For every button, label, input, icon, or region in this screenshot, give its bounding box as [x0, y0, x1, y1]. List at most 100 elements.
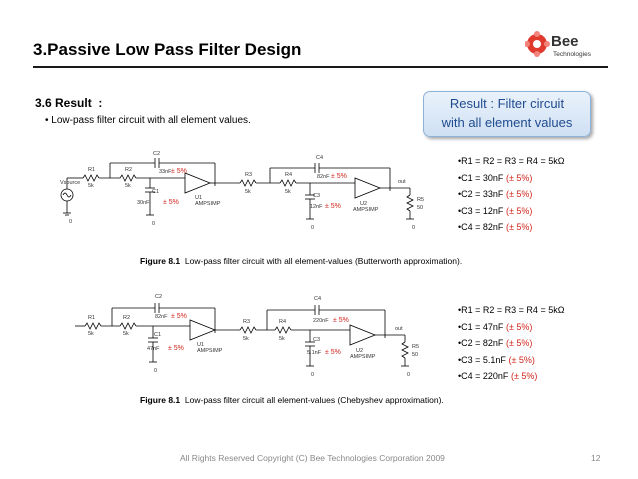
value-line: •C4 = 220nF (± 5%) [458, 371, 538, 381]
svg-text:C1: C1 [152, 189, 159, 195]
svg-text:U2: U2 [360, 201, 367, 207]
value-line: •R1 = R2 = R3 = R4 = 5kΩ [458, 305, 565, 315]
value-line: •C3 = 12nF (± 5%) [458, 205, 533, 216]
svg-text:Vsource: Vsource [60, 180, 80, 186]
logo-text-sub: Technologies [553, 51, 592, 58]
resistor-r2-icon [119, 174, 137, 182]
page-title: 3.Passive Low Pass Filter Design [33, 40, 302, 59]
svg-text:5k: 5k [243, 336, 249, 342]
resistor-r4-icon [274, 326, 292, 334]
svg-text:C1: C1 [154, 332, 161, 338]
svg-text:C2: C2 [153, 151, 160, 157]
svg-text:50: 50 [412, 352, 418, 358]
value-line: •C2 = 82nF (± 5%) [458, 338, 533, 348]
footer-copyright: All Rights Reserved Copyright (C) Bee Te… [180, 453, 445, 463]
callout-line-1: Result : Filter circuit [449, 96, 565, 111]
resistor-r3-icon [239, 179, 257, 187]
svg-text:R5: R5 [412, 344, 419, 350]
resistor-r2-icon [119, 322, 137, 330]
svg-text:5k: 5k [245, 189, 251, 195]
svg-text:R3: R3 [245, 172, 252, 178]
svg-text:R1: R1 [88, 167, 95, 173]
svg-text:50: 50 [417, 205, 423, 211]
bee-technologies-logo: Bee Technologies [525, 31, 592, 58]
value-line: •C2 = 33nF (± 5%) [458, 189, 533, 199]
c4-tolerance: ± 5% [331, 173, 347, 180]
svg-text:U1: U1 [195, 195, 202, 201]
svg-text:82nF: 82nF [155, 314, 168, 320]
svg-text:5k: 5k [285, 189, 291, 195]
value-line: •C1 = 30nF (± 5%) [458, 172, 533, 183]
figure2-caption: Figure 8.1 Low-pass filter circuit all e… [140, 395, 444, 405]
svg-text:47nF: 47nF [147, 346, 160, 352]
svg-text:C3: C3 [313, 337, 320, 343]
svg-text:0: 0 [152, 221, 155, 227]
svg-text:5k: 5k [125, 183, 131, 189]
svg-text:R5: R5 [417, 197, 424, 203]
svg-text:R2: R2 [123, 315, 130, 321]
svg-text:R1: R1 [88, 315, 95, 321]
value-line: •C1 = 47nF (± 5%) [458, 321, 533, 332]
bullet-item: • Low-pass filter circuit with all eleme… [45, 115, 251, 126]
svg-text:out: out [398, 179, 406, 185]
svg-text:30nF: 30nF [137, 200, 150, 206]
c2-tolerance: ± 5% [171, 168, 187, 175]
svg-text:R2: R2 [125, 167, 132, 173]
resistor-r3-icon [239, 326, 257, 334]
svg-text:82nF: 82nF [317, 174, 330, 180]
svg-text:0: 0 [311, 225, 314, 231]
svg-text:220nF: 220nF [313, 318, 329, 324]
c4-tolerance: ± 5% [333, 317, 349, 324]
svg-text:C4: C4 [316, 155, 323, 161]
svg-text:AMPSIMP: AMPSIMP [353, 207, 379, 213]
section-heading: 3.6 Result : [35, 96, 103, 110]
svg-text:5k: 5k [279, 336, 285, 342]
chebyshev-values-list: •R1 = R2 = R3 = R4 = 5kΩ •C1 = 47nF (± 5… [458, 302, 564, 385]
svg-text:C2: C2 [155, 294, 162, 300]
svg-text:33nF: 33nF [159, 169, 172, 175]
value-line: •C4 = 82nF (± 5%) [458, 222, 533, 232]
butterworth-values-list: •R1 = R2 = R3 = R4 = 5kΩ •C1 = 30nF (± 5… [458, 153, 564, 236]
svg-text:0: 0 [407, 372, 410, 378]
svg-text:5k: 5k [88, 331, 94, 337]
page-number: 12 [591, 453, 601, 463]
svg-text:0: 0 [154, 368, 157, 374]
resistor-r4-icon [279, 179, 297, 187]
svg-text:R4: R4 [279, 319, 286, 325]
svg-text:12nF: 12nF [310, 204, 323, 210]
svg-text:AMPSIMP: AMPSIMP [350, 354, 376, 360]
svg-text:AMPSIMP: AMPSIMP [197, 348, 223, 354]
svg-text:U1: U1 [197, 342, 204, 348]
resistor-r5-icon [401, 341, 409, 359]
result-callout: Result : Filter circuit with all element… [423, 91, 591, 137]
opamp-u2-icon [354, 177, 382, 199]
svg-text:AMPSIMP: AMPSIMP [195, 201, 221, 207]
svg-text:5k: 5k [123, 331, 129, 337]
resistor-r1-icon [84, 322, 102, 330]
svg-text:0: 0 [69, 219, 72, 225]
svg-text:C4: C4 [314, 296, 321, 302]
c3-tolerance: ± 5% [325, 349, 341, 356]
logo-text-main: Bee [551, 33, 579, 50]
figure1-caption: Figure 8.1 Low-pass filter circuit with … [140, 256, 463, 266]
svg-text:5k: 5k [88, 183, 94, 189]
opamp-u1-icon [189, 319, 217, 341]
resistor-r1-icon [82, 174, 100, 182]
svg-text:0: 0 [311, 372, 314, 378]
c3-tolerance: ± 5% [325, 203, 341, 210]
value-line: •R1 = R2 = R3 = R4 = 5kΩ [458, 156, 565, 166]
svg-text:0: 0 [412, 225, 415, 231]
c1-tolerance: ± 5% [168, 345, 184, 352]
resistor-r5-icon [406, 194, 414, 212]
c2-tolerance: ± 5% [171, 313, 187, 320]
opamp-u1-icon [184, 172, 212, 194]
value-line: •C3 = 5.1nF (± 5%) [458, 354, 535, 365]
svg-text:out: out [395, 326, 403, 332]
title-divider [33, 66, 608, 68]
svg-text:C3: C3 [313, 193, 320, 199]
c1-tolerance: ± 5% [163, 199, 179, 206]
bullet-text: Low-pass filter circuit with all element… [51, 115, 251, 126]
svg-text:5.1nF: 5.1nF [307, 350, 322, 356]
